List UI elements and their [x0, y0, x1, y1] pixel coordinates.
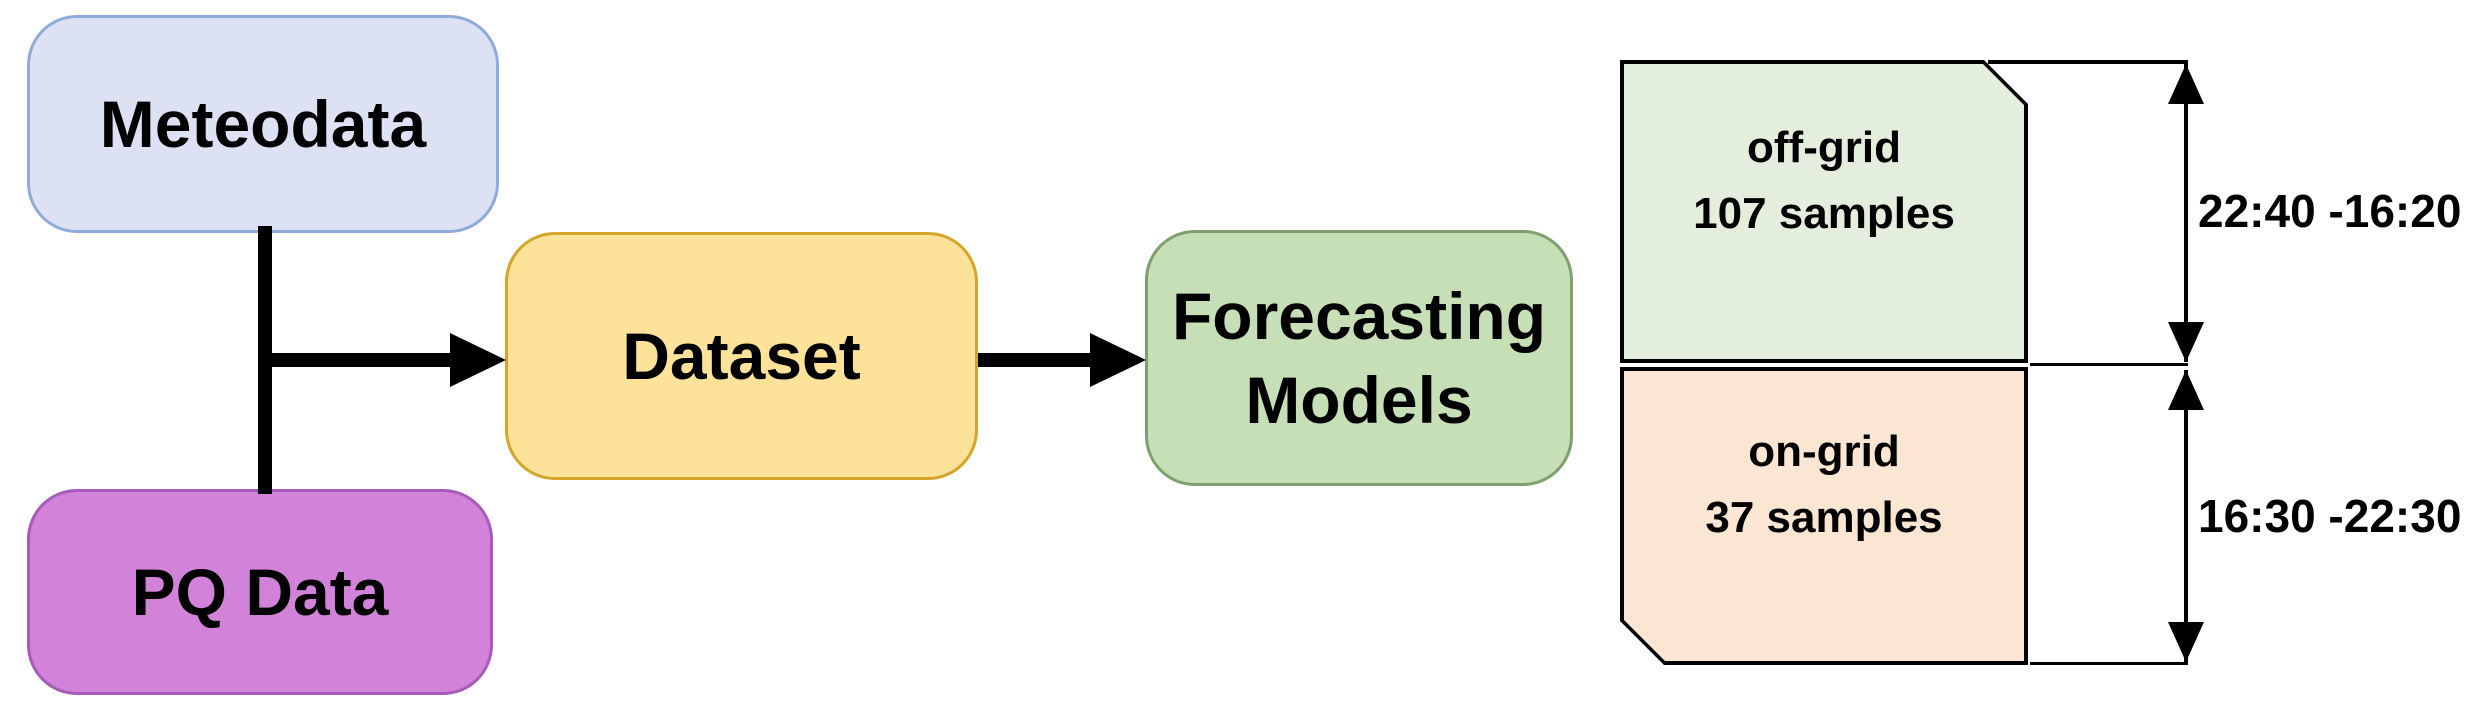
off-grid-samples: 107 samples [1693, 188, 1955, 238]
off-grid-time-range: 22:40 -16:20 [2198, 185, 2462, 237]
extension-line-bottom [2030, 662, 2188, 665]
arrow-down-icon [2168, 322, 2204, 362]
flow-arrowhead-icon [450, 333, 506, 387]
dataset-node: Dataset [505, 232, 978, 480]
pq-data-label: PQ Data [131, 554, 389, 629]
dimension-arrow-offgrid [2184, 64, 2188, 362]
off-grid-segment-body: off-grid 107 samples [1624, 64, 2024, 359]
flow-arrowhead-icon [1090, 333, 1146, 387]
on-grid-label: on-grid [1748, 427, 1900, 476]
flow-arrow-to-forecasting [978, 353, 1094, 367]
arrow-up-icon [2168, 64, 2204, 104]
arrow-down-icon [2168, 622, 2204, 662]
arrow-up-icon [2168, 370, 2204, 410]
off-grid-segment: off-grid 107 samples [1620, 60, 2028, 363]
meteodata-node: Meteodata [27, 15, 499, 233]
on-grid-time-range: 16:30 -22:30 [2198, 490, 2462, 542]
dataset-label: Dataset [622, 318, 861, 393]
on-grid-samples: 37 samples [1705, 493, 1943, 542]
extension-line-middle [2030, 363, 2188, 366]
forecasting-models-label: Forecasting Models [1171, 278, 1547, 437]
on-grid-segment-body: on-grid 37 samples [1624, 371, 2024, 661]
dimension-arrow-ongrid [2184, 370, 2188, 662]
pq-data-node: PQ Data [27, 489, 493, 695]
on-grid-segment: on-grid 37 samples [1620, 367, 2028, 665]
forecasting-models-node: Forecasting Models [1145, 230, 1573, 486]
flow-arrow-to-dataset [265, 353, 455, 367]
extension-line-top [1988, 60, 2188, 64]
off-grid-label: off-grid [1747, 122, 1901, 172]
meteodata-label: Meteodata [99, 86, 427, 161]
